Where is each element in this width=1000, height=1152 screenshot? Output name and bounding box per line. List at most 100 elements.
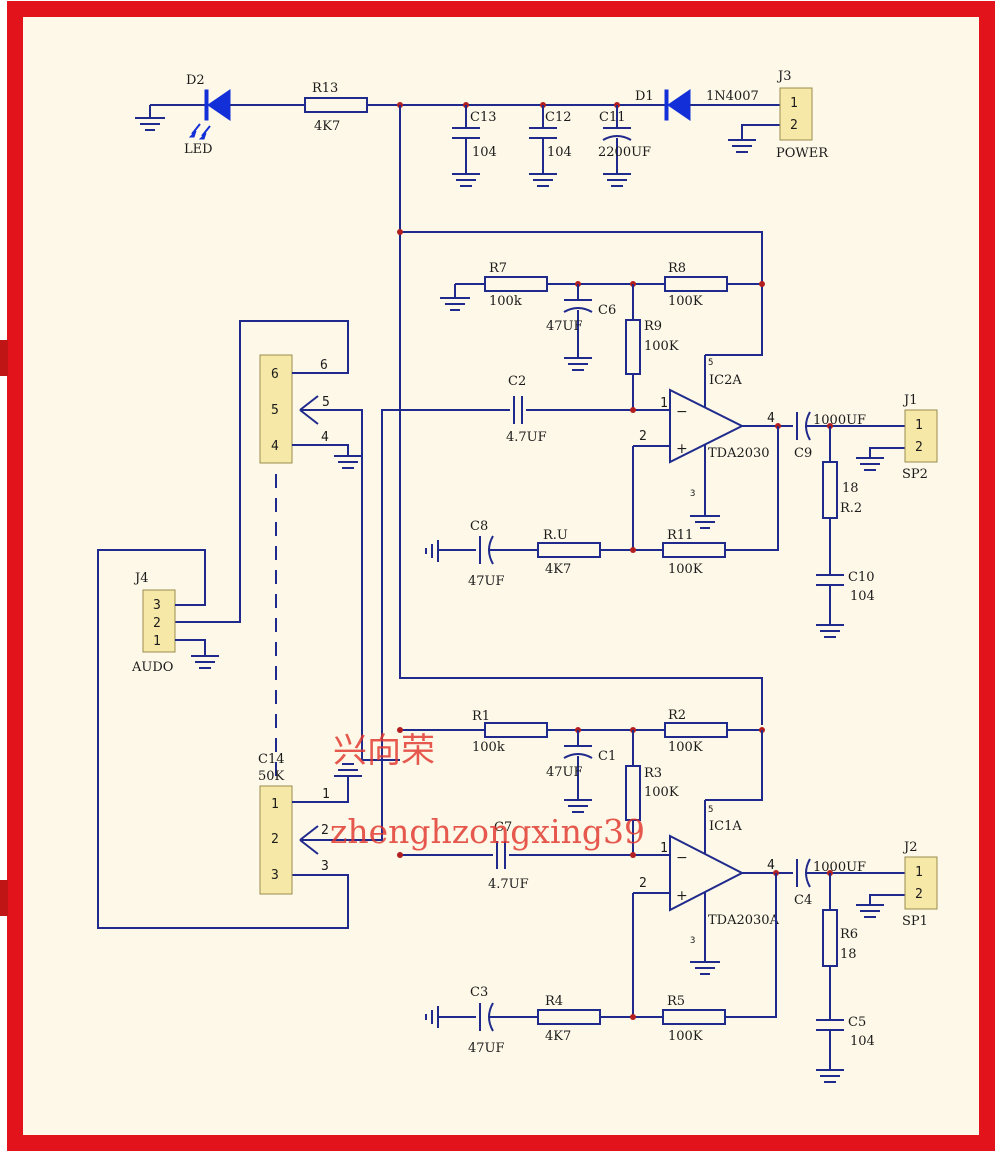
r9-value: 100K	[644, 339, 679, 354]
ic2a-ref: IC2A	[709, 373, 742, 388]
c5-value: 104	[850, 1034, 875, 1049]
r7-ref: R7	[489, 261, 507, 276]
j3-pin1: 1	[790, 96, 798, 111]
r7-value: 100k	[489, 294, 522, 309]
watermark-cn: 兴向荣	[333, 731, 435, 771]
resistor-r5: R5 100K	[662, 994, 726, 1044]
j1-name: SP2	[902, 467, 928, 482]
c10-value: 104	[850, 589, 875, 604]
led-d2: D2 LED	[184, 73, 231, 157]
r8-ref: R8	[668, 261, 686, 276]
channel-b: R1 100k C1 47UF R2 100K R3 100K	[397, 708, 938, 1083]
ic2a-pin2: 2	[639, 429, 647, 444]
pot-bottom-pin1: 1	[271, 797, 279, 812]
c1-value: 47UF	[546, 765, 583, 780]
connector-j2: 1 2 J2 SP1	[902, 840, 938, 929]
ic2a-part: TDA2030	[708, 446, 770, 461]
resistor-r9: R9 100K	[625, 284, 679, 410]
svg-text:4: 4	[321, 430, 329, 445]
resistor-r8: R8 100K	[664, 261, 728, 309]
pot-top-pin6: 6	[271, 367, 279, 382]
c7-ref: C7	[494, 820, 512, 835]
r11-ref: R11	[667, 528, 693, 543]
c12-value: 104	[547, 145, 572, 160]
r5-value: 100K	[668, 1029, 703, 1044]
r2-value: 100K	[668, 740, 703, 755]
c5-ref: C5	[848, 1015, 866, 1030]
c14-value: 50K	[258, 769, 285, 784]
pot-top: 6 5 4 6 5 4	[175, 320, 363, 760]
pot-bottom: 1 2 3 C14 50K 1 2 3	[258, 409, 400, 895]
ic2a-pin5: 5	[708, 358, 713, 368]
c8-ref: C8	[470, 519, 488, 534]
ic1a-pin3: 3	[690, 936, 695, 946]
r6-value: 18	[840, 947, 857, 962]
c14-ref: C14	[258, 752, 285, 767]
capacitor-c3: C3 47UF	[468, 985, 505, 1056]
r1-value: 100k	[472, 740, 505, 755]
diode-d1: D1 1N4007	[635, 89, 759, 121]
r6-ref: R6	[840, 927, 858, 942]
capacitor-c6: C6 47UF	[546, 284, 616, 371]
r3-value: 100K	[644, 785, 679, 800]
opamp-ic2a: − + 1 2 4 5 3 IC2A TDA2030	[639, 355, 775, 529]
capacitor-c4: 1000UF C4	[794, 858, 866, 908]
resistor-r3: R3 100K	[625, 730, 679, 853]
svg-text:−: −	[676, 850, 688, 866]
svg-text:+: +	[676, 888, 688, 904]
resistor-r7: R7 100k	[484, 261, 548, 309]
resistor-r13: R13 4K7	[304, 81, 368, 134]
r4-ref: R4	[545, 994, 563, 1009]
resistor-r4: R4 4K7	[537, 994, 601, 1044]
capacitor-c7: C7 4.7UF	[488, 820, 529, 892]
r11-value: 100K	[668, 562, 703, 577]
j2-pin2: 2	[915, 887, 923, 902]
j3-ref: J3	[776, 69, 791, 84]
ic1a-part: TDA2030A	[708, 913, 780, 928]
pot-top-pin4: 4	[271, 439, 279, 454]
c12-ref: C12	[545, 110, 572, 125]
ic1a-ref: IC1A	[709, 819, 742, 834]
r12-value: 18	[842, 481, 859, 496]
connector-j4: 3 2 1 J4 AUDO	[131, 571, 176, 675]
resistor-r11: R11 100K	[662, 528, 726, 577]
ic1a-pin2: 2	[639, 876, 647, 891]
j4-ref: J4	[133, 571, 148, 586]
j3-name: POWER	[776, 146, 829, 161]
d2-value: LED	[184, 142, 213, 157]
pot-bottom-pin2: 2	[271, 832, 279, 847]
svg-text:3: 3	[321, 859, 329, 874]
ic2a-pin3: 3	[690, 489, 695, 499]
j4-pin1: 1	[153, 634, 161, 649]
resistor-r1: R1 100k	[472, 709, 548, 755]
c6-value: 47UF	[546, 319, 583, 334]
opamp-ic1a: − + 1 2 4 5 3 IC1A TDA2030A	[639, 800, 780, 975]
r2-ref: R2	[668, 708, 686, 723]
c11-ref: C11	[599, 110, 626, 125]
j4-pin3: 3	[153, 598, 161, 613]
c2-ref: C2	[508, 374, 526, 389]
capacitor-c9: 1000UF C9	[794, 411, 866, 461]
power-section: D2 LED R13 4K7 C13 104 C12 104 C11	[135, 69, 829, 187]
d1-value: 1N4007	[706, 89, 759, 104]
c9-ref: C9	[794, 446, 812, 461]
j3-pin2: 2	[790, 118, 798, 133]
j1-pin2: 2	[915, 440, 923, 455]
d1-ref: D1	[635, 89, 654, 104]
svg-text:+: +	[676, 441, 688, 457]
capacitor-c11: C11 2200UF	[598, 105, 651, 187]
resistor-r10: R.U 4K7	[537, 528, 601, 577]
r10-value: 4K7	[545, 562, 571, 577]
r3-ref: R3	[644, 766, 662, 781]
svg-text:−: −	[676, 404, 688, 420]
ic2a-pin1: 1	[660, 396, 668, 411]
capacitor-c10: C10 104	[816, 570, 875, 638]
pot-top-pin5: 5	[271, 403, 279, 418]
c4-value: 1000UF	[813, 860, 866, 875]
c8-value: 47UF	[468, 574, 505, 589]
svg-text:5: 5	[322, 395, 330, 410]
j2-pin1: 1	[915, 865, 923, 880]
c7-value: 4.7UF	[488, 877, 529, 892]
